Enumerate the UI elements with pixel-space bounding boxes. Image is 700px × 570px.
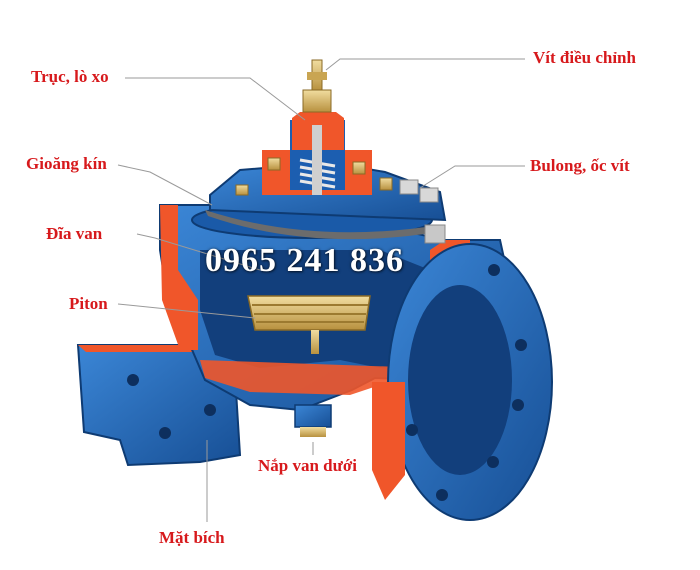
spring-shaft bbox=[312, 125, 322, 195]
adjusting-screw-cap bbox=[307, 72, 327, 80]
label-dia-van: Đĩa van bbox=[46, 224, 103, 243]
label-mat-bich: Mặt bích bbox=[159, 528, 225, 547]
side-bolt bbox=[399, 179, 446, 244]
leader-vit-dieu-chinh bbox=[325, 58, 525, 71]
leader-bulong-oc-vit bbox=[419, 165, 525, 189]
leader-dia-van bbox=[136, 233, 261, 271]
label-nap-van-duoi: Nắp van dưới bbox=[258, 456, 357, 475]
bonnet-cut-face bbox=[262, 150, 372, 195]
right-flange-bolt-hole bbox=[487, 456, 499, 468]
left-flange-bolt-hole bbox=[127, 374, 139, 386]
bonnet-bolt bbox=[379, 177, 393, 191]
adjusting-screw-nut bbox=[302, 89, 332, 113]
left-flange-bolt-hole bbox=[204, 404, 216, 416]
bottom-drain-plug bbox=[300, 427, 326, 437]
phone-watermark: 0965 241 836 bbox=[205, 242, 404, 279]
right-flange-cut-edge bbox=[372, 382, 405, 500]
right-flange-bolt-hole bbox=[512, 399, 524, 411]
label-gioang-kin: Gioăng kín bbox=[26, 154, 107, 173]
body-cut-face-bottom bbox=[200, 360, 440, 395]
diaphragm-gasket bbox=[205, 210, 440, 240]
right-flange-bolt-hole bbox=[436, 489, 448, 501]
piston-stem bbox=[311, 330, 319, 354]
label-vit-dieu-chinh: Vít điều chỉnh bbox=[533, 48, 636, 67]
bonnet-bolt bbox=[352, 161, 366, 175]
bonnet-bolt bbox=[235, 184, 249, 196]
leader-piton bbox=[117, 303, 256, 319]
right-flange-bore bbox=[408, 285, 512, 475]
bottom-cover bbox=[294, 404, 332, 428]
right-flange-bolt-hole bbox=[488, 264, 500, 276]
leader-truc-lo-xo bbox=[125, 77, 306, 121]
label-bulong-oc-vit: Bulong, ốc vít bbox=[530, 156, 630, 175]
bonnet-bolt bbox=[267, 157, 281, 171]
left-flange-cut-edge bbox=[78, 345, 198, 352]
body-cut-face-left bbox=[160, 205, 198, 350]
right-flange-bolt-hole bbox=[406, 424, 418, 436]
leader-gioang-kin bbox=[117, 164, 213, 206]
label-truc-lo-xo: Trục, lò xo bbox=[31, 67, 109, 86]
left-flange-bolt-hole bbox=[159, 427, 171, 439]
right-flange-bolt-hole bbox=[515, 339, 527, 351]
label-piton: Piton bbox=[69, 294, 108, 313]
